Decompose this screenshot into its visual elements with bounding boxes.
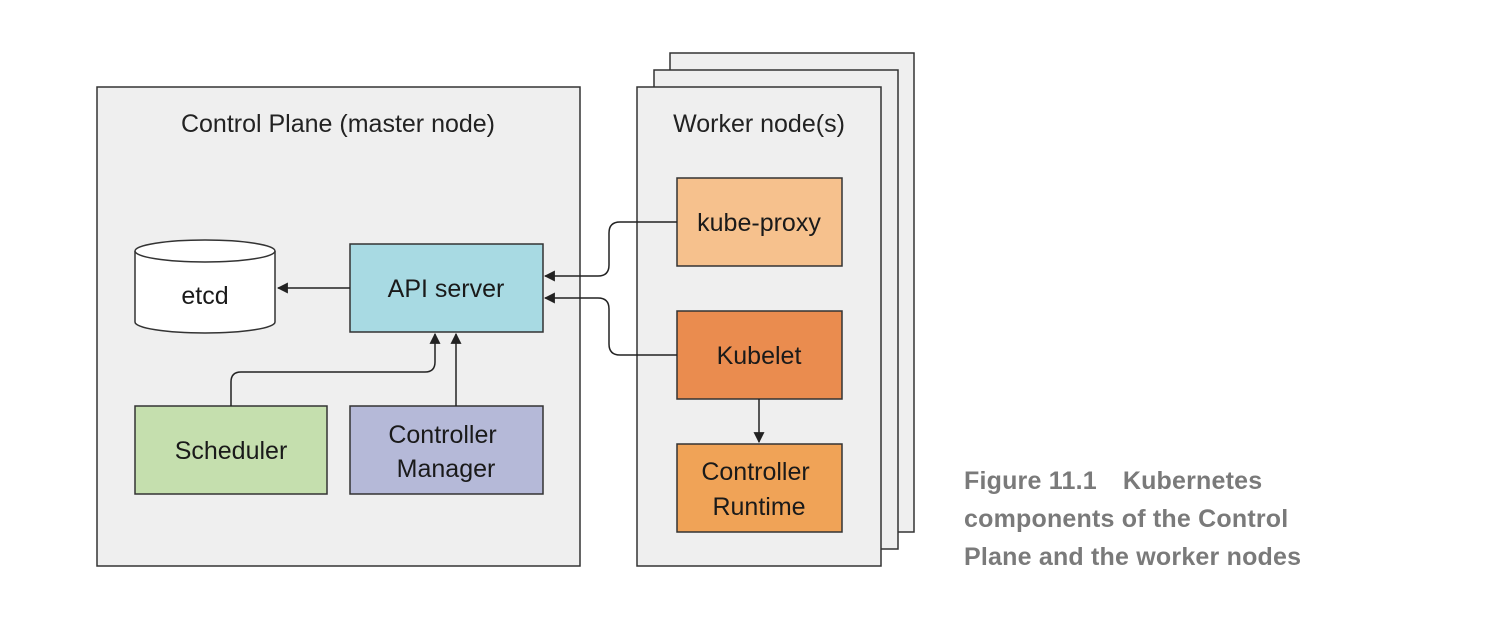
worker-node-title: Worker node(s) — [673, 110, 845, 138]
caption-line-2: components of the Control — [964, 505, 1289, 533]
kube-proxy-box: kube-proxy — [676, 177, 843, 267]
caption-line-3: Plane and the worker nodes — [964, 543, 1302, 571]
controller-runtime-label-line-1: Controller — [701, 458, 809, 486]
scheduler-to-api-server-arrow — [230, 332, 441, 406]
controller-manager-box: Controller Manager — [349, 405, 544, 495]
scheduler-box: Scheduler — [134, 405, 328, 495]
controller-manager-label-line-1: Controller — [388, 421, 496, 449]
api-server-label: API server — [388, 275, 505, 303]
controller-runtime-box: Controller Runtime — [676, 443, 843, 533]
figure-number: Figure 11.1 — [964, 467, 1097, 495]
caption-text-1: Kubernetes — [1122, 467, 1263, 495]
controller-runtime-label: Controller Runtime — [701, 458, 816, 521]
kubelet-to-api-server-arrow — [543, 292, 677, 356]
api-server-box: API server — [349, 243, 544, 333]
etcd-label: etcd — [181, 282, 228, 310]
kubelet-box: Kubelet — [676, 310, 843, 400]
kube-proxy-label: kube-proxy — [697, 209, 821, 237]
controller-manager-label-line-2: Manager — [397, 455, 496, 483]
controller-manager-label: Controller Manager — [388, 421, 503, 483]
scheduler-label: Scheduler — [175, 437, 288, 465]
caption-line-1: Figure 11.1 Kubernetes — [964, 462, 1464, 500]
etcd-database: etcd — [134, 239, 276, 334]
kube-proxy-to-api-server-arrow — [543, 221, 677, 282]
figure-caption: Figure 11.1 Kubernetes components of the … — [964, 462, 1464, 576]
kubelet-label: Kubelet — [717, 342, 802, 370]
control-plane-title: Control Plane (master node) — [181, 110, 495, 138]
controller-runtime-label-line-2: Runtime — [712, 493, 805, 521]
